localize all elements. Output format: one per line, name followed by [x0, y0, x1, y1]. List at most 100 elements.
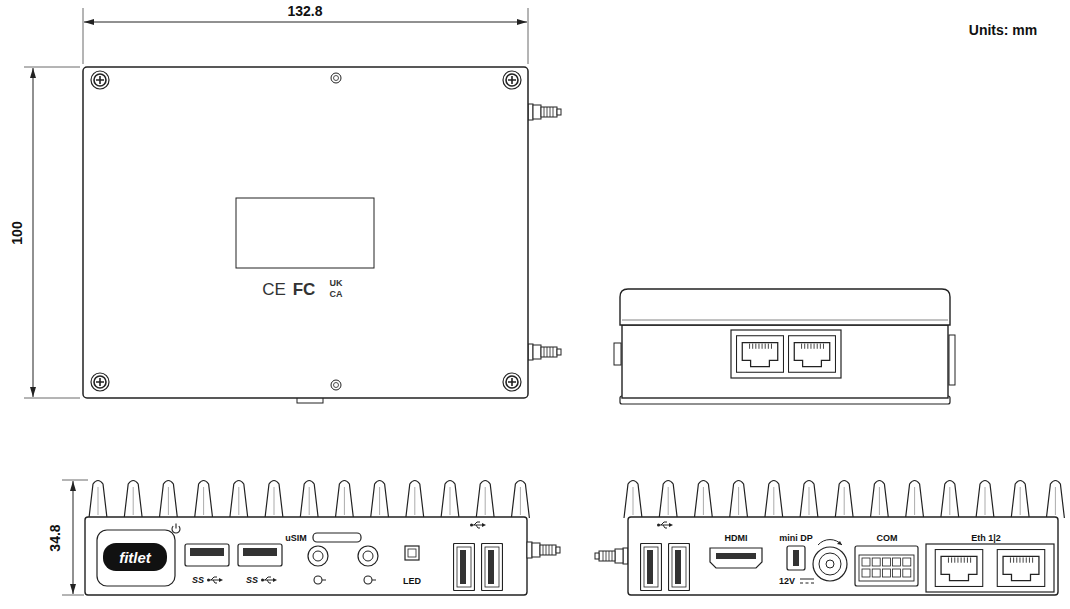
- usb-logo-text: SS: [246, 576, 258, 585]
- ethernet-housing: [731, 330, 841, 378]
- heat-sink-fin: [1011, 481, 1029, 519]
- terminal-pin: [893, 558, 901, 566]
- ethernet-jack: [935, 550, 983, 587]
- front-view: [62, 480, 560, 595]
- heat-sink-fin: [765, 481, 783, 519]
- housing-lid: [620, 289, 950, 325]
- antenna-connector: [595, 548, 628, 564]
- power-icon: [172, 524, 180, 534]
- brand-logo: fitlet: [119, 550, 151, 565]
- fin-edge: [309, 487, 310, 515]
- heat-sink-fin: [195, 481, 213, 519]
- fin-edge: [914, 487, 915, 515]
- heat-sink-fin: [976, 481, 994, 519]
- certification-mark: CA: [330, 290, 343, 299]
- fin-edge: [703, 487, 704, 515]
- terminal-pin: [882, 569, 890, 577]
- logo-badge: [103, 543, 167, 571]
- fin-edge: [633, 487, 634, 515]
- dimension-line: [33, 68, 34, 397]
- heat-sink-fin: [906, 481, 924, 519]
- antenna-connector: [595, 548, 628, 564]
- usb2-port: [641, 544, 662, 591]
- terminal-pin: [903, 558, 911, 566]
- screw: [503, 71, 521, 89]
- terminal-pin: [872, 569, 880, 577]
- heat-sink-fin: [870, 481, 888, 519]
- led-window: [405, 546, 419, 560]
- usb2-port: [482, 544, 503, 591]
- heat-sink-fin: [335, 481, 353, 519]
- housing-outline: [83, 67, 528, 398]
- heat-sink-fin: [441, 481, 459, 519]
- heat-sink-fin: [941, 481, 959, 519]
- sim-slot: [313, 533, 361, 542]
- terminal-pin: [893, 569, 901, 577]
- dimension-line: [73, 481, 74, 594]
- heat-sink-fin: [371, 481, 389, 519]
- heat-sink-fin: [159, 481, 177, 519]
- power-button: [97, 530, 175, 586]
- usb-icon: [657, 522, 673, 528]
- certification-mark: FC: [293, 281, 316, 298]
- audio-jack: [313, 551, 323, 561]
- heat-sink-fin: [624, 481, 642, 519]
- fin-edge: [949, 487, 950, 515]
- fin-edge: [844, 487, 845, 515]
- minidp-port: [787, 546, 805, 570]
- heat-sink-fin: [124, 481, 142, 519]
- heat-sink-fin: [800, 481, 818, 519]
- antenna-connector: [528, 344, 561, 360]
- housing-body: [622, 325, 948, 398]
- fin-edge: [879, 487, 880, 515]
- fin-edge: [738, 487, 739, 515]
- terminal-pin: [903, 569, 911, 577]
- dc-jack: [819, 553, 841, 575]
- heat-sink-fin: [265, 481, 283, 519]
- usb-icon: [261, 577, 277, 583]
- heat-sink-fin: [659, 481, 677, 519]
- fin-edge: [168, 487, 169, 515]
- hdmi-port: [710, 548, 762, 568]
- screw: [503, 373, 521, 391]
- terminal-pin: [862, 558, 870, 566]
- port-label: LED: [403, 577, 421, 586]
- heat-sink-fin: [89, 481, 107, 519]
- ethernet-housing: [926, 544, 1054, 592]
- rotation-arrow: [837, 541, 842, 545]
- fin-edge: [379, 487, 380, 515]
- fin-edge: [773, 487, 774, 515]
- fin-edge: [274, 487, 275, 515]
- ethernet-jack: [737, 336, 784, 373]
- led-window: [408, 549, 416, 557]
- dimension-label: 34.8: [48, 524, 62, 551]
- rotation-arrow: [818, 540, 842, 545]
- hdmi-tongue: [716, 553, 756, 559]
- extension-line: [62, 480, 88, 595]
- fin-edge: [203, 487, 204, 515]
- port-label: Eth 1|2: [971, 534, 1001, 543]
- ethernet-jack: [997, 550, 1045, 587]
- fin-edge: [98, 487, 99, 515]
- certification-mark: UK: [330, 279, 343, 288]
- heat-sink-fin: [730, 481, 748, 519]
- extension-line: [24, 8, 528, 398]
- ethernet-jack: [789, 336, 836, 373]
- fin-edge: [344, 487, 345, 515]
- heat-sink: [624, 481, 1064, 519]
- fin-edge: [1020, 487, 1021, 515]
- product-label-area: [236, 198, 374, 268]
- audio-icon: [364, 576, 376, 584]
- port-label: uSIM: [285, 534, 307, 543]
- terminal-pin: [882, 558, 890, 566]
- heat-sink-fin: [511, 481, 529, 519]
- fin-edge: [985, 487, 986, 515]
- dc-jack: [813, 547, 847, 581]
- fin-edge: [485, 487, 486, 515]
- fin-edge: [520, 487, 521, 515]
- usb3-tongue: [243, 548, 277, 556]
- fin-edge: [133, 487, 134, 515]
